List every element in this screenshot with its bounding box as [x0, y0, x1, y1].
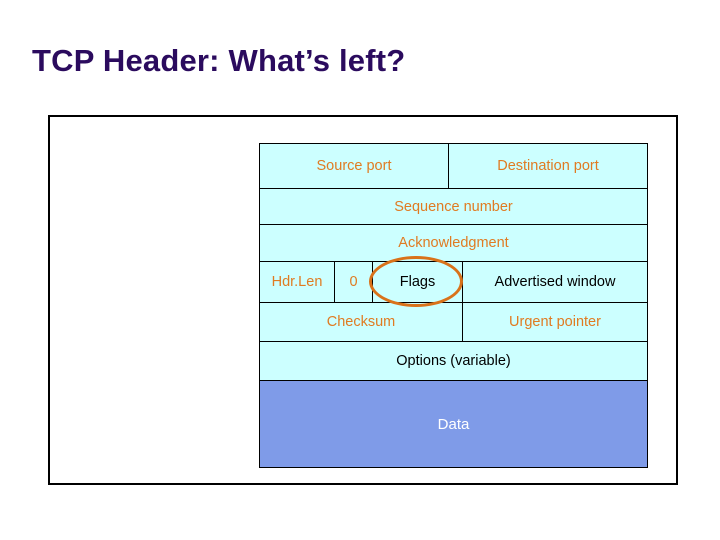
field-flags: Flags [372, 262, 462, 302]
field-source-port: Source port [260, 144, 448, 188]
field-header-length: Hdr.Len [260, 262, 334, 302]
table-row: Options (variable) [259, 341, 648, 380]
field-options: Options (variable) [260, 342, 647, 380]
table-row: Checksum Urgent pointer [259, 302, 648, 341]
table-row: Data [259, 380, 648, 468]
field-acknowledgment: Acknowledgment [260, 225, 647, 261]
page-title: TCP Header: What’s left? [32, 43, 406, 78]
table-row: Sequence number [259, 188, 648, 224]
field-sequence-number: Sequence number [260, 189, 647, 224]
table-row: Hdr.Len 0 Flags Advertised window [259, 261, 648, 302]
table-row: Acknowledgment [259, 224, 648, 261]
tcp-header-diagram: Source port Destination port Sequence nu… [259, 143, 648, 468]
field-data: Data [260, 381, 647, 467]
field-urgent-pointer: Urgent pointer [462, 303, 647, 341]
field-destination-port: Destination port [448, 144, 647, 188]
field-advertised-window: Advertised window [462, 262, 647, 302]
table-row: Source port Destination port [259, 143, 648, 188]
field-checksum: Checksum [260, 303, 462, 341]
field-reserved-zero: 0 [334, 262, 372, 302]
